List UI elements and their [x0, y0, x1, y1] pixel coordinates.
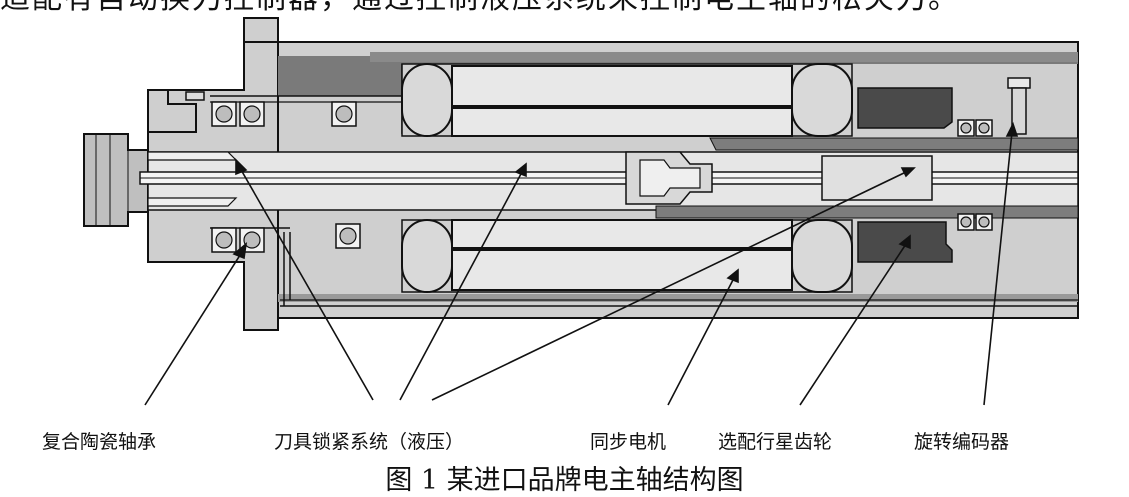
spindle-shaft [139, 137, 1079, 219]
leader-arrows [144, 121, 1019, 406]
tool-holder [83, 133, 149, 227]
label-motor: 同步电机 [590, 431, 667, 453]
rotary-encoder [1007, 77, 1031, 135]
label-gear: 选配行星齿轮 [718, 431, 833, 453]
label-tool-clamp: 刀具锁紧系统（液压） [274, 431, 465, 453]
figure-caption: 图 1 某进口品牌电主轴结构图 [385, 465, 744, 496]
label-encoder: 旋转编码器 [914, 431, 1010, 453]
label-bearing: 复合陶瓷轴承 [42, 431, 157, 453]
